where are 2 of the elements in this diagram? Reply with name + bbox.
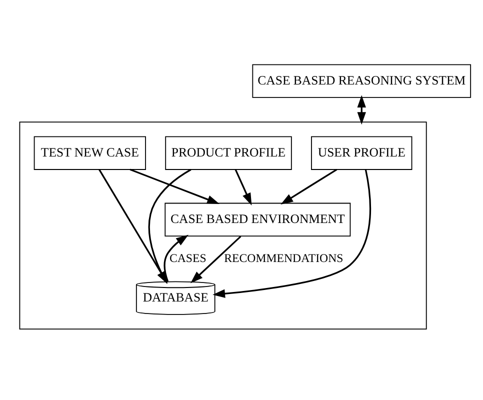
edge-label: RECOMMENDATIONS bbox=[224, 250, 344, 264]
edge-label: CASES bbox=[169, 250, 206, 264]
